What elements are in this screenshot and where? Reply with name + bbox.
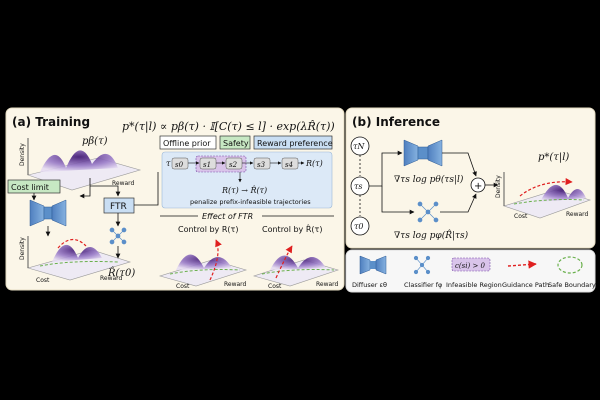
penalize-note: penalize prefix-infeasible trajectories [190, 198, 311, 206]
state-2: s2 [229, 161, 238, 169]
posterior-axis-cost: Cost [514, 213, 528, 220]
state-3: s3 [257, 161, 266, 169]
state-1: s1 [203, 161, 211, 169]
legend-classifier: Classifier fφ [404, 255, 442, 289]
trajectory-states: s0 s1 s2 s3 s4 [171, 157, 305, 170]
legend-diffuser: Diffuser εθ [352, 255, 387, 289]
node-tau-n-label: τN [353, 142, 365, 151]
effect-r-axis-cost: Cost [176, 283, 190, 290]
effect-r-axis-reward: Reward [224, 281, 247, 288]
control-by-r: Control by R(τ) [178, 225, 238, 234]
inference-panel [345, 107, 596, 249]
classifier-training [109, 227, 127, 245]
tag-offline-prior-label: Offline prior [163, 139, 211, 148]
classifier-inference [417, 201, 439, 223]
learned-axis-density: Density [19, 237, 26, 260]
trajectory-tau-label: τ : [166, 159, 176, 168]
legend-safe: Safe Boundary [548, 256, 596, 289]
posterior-label: p*(τ|l) [538, 152, 569, 163]
effect-plot-r-hat: Cost Reward [252, 245, 340, 290]
effect-rhat-axis-reward: Reward [316, 281, 339, 288]
tag-safety [219, 135, 251, 150]
sum-node-label: + [474, 181, 482, 192]
learned-density-plot: Density Cost Reward [19, 236, 132, 284]
prior-label: pβ(τ) [82, 136, 108, 147]
r-hat-tau0: R̂(τ0) [107, 267, 135, 279]
legend-diffuser-label: Diffuser εθ [352, 281, 387, 289]
tag-safety-label: Safety [223, 139, 249, 148]
state-0: s0 [175, 161, 184, 169]
diffuser-training [29, 199, 67, 227]
tag-reward-preference-label: Reward preference [257, 139, 333, 148]
control-by-r-hat: Control by R̂(τ) [262, 224, 322, 234]
effect-plot-r: Cost Reward [158, 239, 248, 290]
grad-diffuser: ∇τs log pθ(τs|l) [394, 174, 464, 185]
effect-title: Effect of FTR [202, 212, 253, 221]
node-tau-s-label: τs [354, 182, 363, 191]
legend-guidance: Guidance Path [502, 260, 549, 289]
legend-safe-label: Safe Boundary [548, 281, 596, 289]
learned-axis-reward: Reward [100, 275, 123, 282]
legend-classifier-label: Classifier fφ [404, 281, 442, 289]
diffuser-inference [403, 139, 443, 167]
ftr-box [103, 197, 135, 214]
legend-infeasible-formula: c(si) > 0 [455, 262, 486, 270]
legend-infeasible-label: Infeasible Region [446, 281, 502, 289]
ftr-label: FTR [110, 202, 127, 212]
training-title: (a) Training [12, 115, 90, 129]
posterior-density-plot: p*(τ|l) Density Cost Reward [495, 152, 591, 220]
legend-guidance-label: Guidance Path [502, 281, 549, 289]
learned-axis-cost: Cost [36, 277, 50, 284]
cost-limit-label: Cost limit [11, 183, 49, 192]
state-4: s4 [285, 161, 293, 169]
effect-rhat-axis-cost: Cost [268, 283, 282, 290]
prior-axis-density: Density [19, 143, 26, 166]
posterior-axis-reward: Reward [566, 211, 589, 218]
prior-axis-reward: Reward [112, 180, 135, 187]
tag-offline-prior [159, 135, 217, 150]
inference-title: (b) Inference [352, 115, 440, 129]
reward-mapping: R(τ) → R̂(τ) [221, 186, 267, 195]
node-tau-0 [350, 216, 370, 236]
target-formula: p*(τ|l) ∝ pβ(τ) · 𝕀[C(τ) ≤ l] · exp(λR̂(… [122, 120, 335, 134]
legend-infeasible: c(si) > 0 Infeasible Region [446, 257, 502, 289]
node-tau-0-label: τ0 [354, 222, 364, 231]
trajectory-return: R(τ) [305, 159, 323, 168]
tag-reward-preference [253, 135, 333, 150]
grad-classifier: ∇τs log pφ(R̂|τs) [394, 229, 469, 241]
posterior-axis-density: Density [495, 175, 502, 198]
